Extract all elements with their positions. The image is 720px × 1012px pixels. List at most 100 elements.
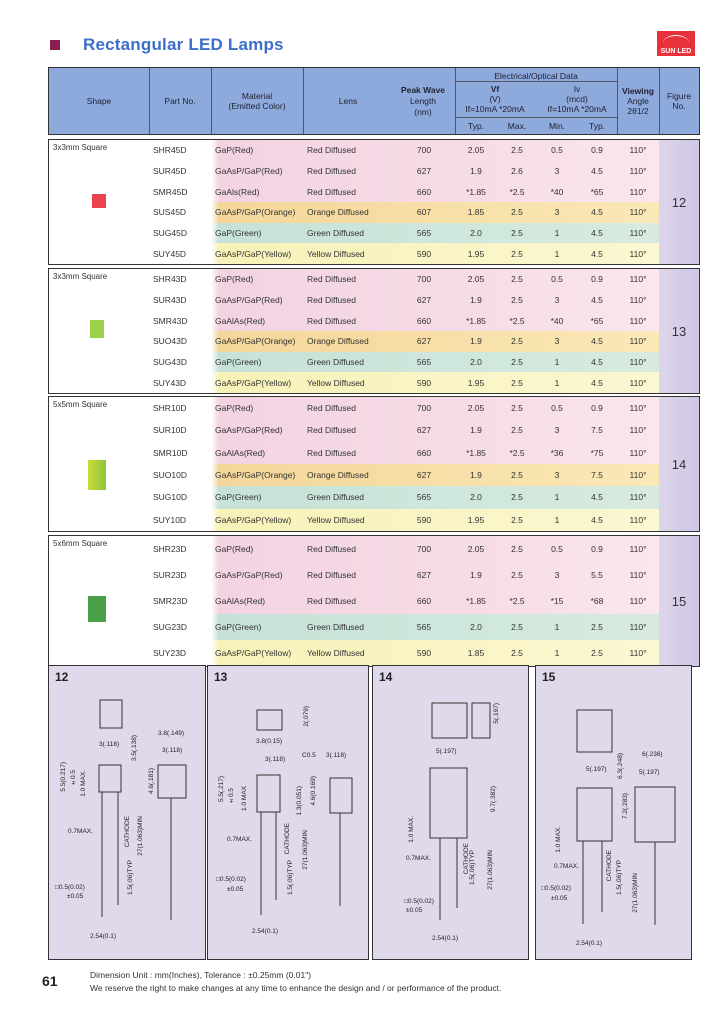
cell-lens: Red Diffused <box>307 447 356 458</box>
cell-part: SMR23D <box>153 596 188 606</box>
cell-part: SHR23D <box>153 544 187 554</box>
cell-vf-typ: 1.95 <box>467 248 485 259</box>
cell-iv-typ: *75 <box>590 447 604 458</box>
fig14-body <box>429 767 468 839</box>
cell-lens: Orange Diffused <box>307 470 369 481</box>
cell-iv-typ: 4.5 <box>591 336 603 347</box>
cell-iv-typ: 4.5 <box>591 227 603 238</box>
cell-iv-typ: 4.5 <box>591 377 603 388</box>
dimension-label: 27(1.063)MIN <box>137 816 144 856</box>
cell-lens: Orange Diffused <box>307 336 369 347</box>
fig12-top-view <box>99 699 123 729</box>
cell-vf-typ: 2.05 <box>467 145 485 156</box>
cell-vf-max: 2.5 <box>511 492 523 503</box>
cell-iv-min: 1 <box>554 492 560 503</box>
cell-vf-max: 2.5 <box>511 248 523 259</box>
dimension-label: 1.5(.06)TYP <box>469 850 476 886</box>
dimension-label: 7.2(.283) <box>622 793 629 820</box>
cell-iv-min: 3 <box>554 570 560 580</box>
cell-peak: 660 <box>416 186 432 197</box>
fig14-side-top <box>471 702 491 739</box>
cell-iv-min: 0.5 <box>551 145 563 156</box>
cell-lens: Yellow Diffused <box>307 248 365 259</box>
page-number: 61 <box>42 973 58 989</box>
cell-material: GaAlAs(Red) <box>215 596 266 606</box>
cell-material: GaP(Red) <box>215 274 254 285</box>
cell-lens: Yellow Diffused <box>307 648 365 658</box>
table-header: Shape Part No. Material (Emitted Color) … <box>48 67 700 135</box>
cell-vf-typ: 1.9 <box>470 165 482 176</box>
cell-material: GaAsP/GaP(Red) <box>215 294 283 305</box>
cell-vf-max: 2.5 <box>511 403 523 414</box>
led-image-yellow-green <box>88 460 106 490</box>
dimension-label: 0.7MAX. <box>406 855 431 862</box>
header-material-color: (Emitted Color) <box>228 101 286 111</box>
cell-iv-min: 3 <box>554 294 560 305</box>
dimension-label: 0.7MAX. <box>554 863 579 870</box>
header-peak-2: Length <box>410 96 436 106</box>
cell-lens: Green Diffused <box>307 227 365 238</box>
cell-peak: 590 <box>416 248 432 259</box>
dimension-label: 9.7(.382) <box>490 786 497 813</box>
cell-vf-typ: 1.9 <box>470 425 482 436</box>
cell-vf-max: 2.5 <box>511 294 523 305</box>
cell-lens: Green Diffused <box>307 356 365 367</box>
header-iv-typ: Typ. <box>588 121 606 131</box>
dimension-label: □0.5(0.02) <box>216 876 246 883</box>
header-iv-unit: (mcd) <box>566 94 588 104</box>
header-vf-typ: Typ. <box>467 121 485 131</box>
cell-angle: 110° <box>629 207 647 218</box>
header-vf-cond: If=10mA *20mA <box>465 104 525 114</box>
cell-vf-max: 2.5 <box>511 274 523 285</box>
cell-peak: 700 <box>416 145 432 156</box>
dimension-label: 1.0 MAX. <box>408 816 415 843</box>
cell-lens: Orange Diffused <box>307 207 369 218</box>
cell-vf-max: 2.5 <box>511 356 523 367</box>
cell-iv-min: *36 <box>550 447 564 458</box>
cell-angle: 110° <box>629 447 647 458</box>
cell-iv-typ: *65 <box>590 186 604 197</box>
sun-led-logo: SUN LED <box>657 31 695 56</box>
dimension-label: 0.7MAX. <box>68 828 93 835</box>
cell-peak: 627 <box>416 425 432 436</box>
figure-15-panel: 15 <box>535 665 692 960</box>
dimension-label: 2.54(0.1) <box>432 935 459 942</box>
dimension-label: 1.0 MAX <box>241 786 248 811</box>
dimension-label: □0.5(0.02) <box>541 885 571 892</box>
cell-vf-typ: *1.85 <box>466 447 486 458</box>
cell-angle: 110° <box>629 425 647 436</box>
figure-14-panel: 14 <box>372 665 529 960</box>
dimension-label: 1.5(.06)TYP <box>616 860 623 896</box>
dimension-label: 5(.197) <box>493 703 500 724</box>
dimension-label: 3(.118) <box>162 747 183 754</box>
cell-material: GaP(Green) <box>215 492 262 503</box>
shape-label: 5x6mm Square <box>53 539 108 548</box>
cell-vf-max: 2.5 <box>511 207 523 218</box>
cell-vf-typ: 2.0 <box>470 356 482 367</box>
header-figure: Figure <box>666 91 692 101</box>
cell-angle: 110° <box>629 145 647 156</box>
cell-lens: Red Diffused <box>307 425 356 436</box>
cell-iv-min: *15 <box>550 596 564 606</box>
header-iv-cond: If=10mA *20mA <box>547 104 607 114</box>
page-title: Rectangular LED Lamps <box>83 35 284 54</box>
dimension-label: 5.5(.217) <box>218 776 225 803</box>
cell-part: SHR45D <box>153 145 187 156</box>
cell-part: SUR43D <box>153 294 187 305</box>
cell-part: SMR45D <box>153 186 188 197</box>
cell-vf-typ: 1.9 <box>470 570 482 580</box>
disclaimer: We reserve the right to make changes at … <box>90 983 502 993</box>
cell-peak: 700 <box>416 403 432 414</box>
dimension-label: 1.3(0.051) <box>296 786 303 816</box>
cell-iv-typ: 4.5 <box>591 356 603 367</box>
cell-iv-min: 1 <box>554 227 560 238</box>
